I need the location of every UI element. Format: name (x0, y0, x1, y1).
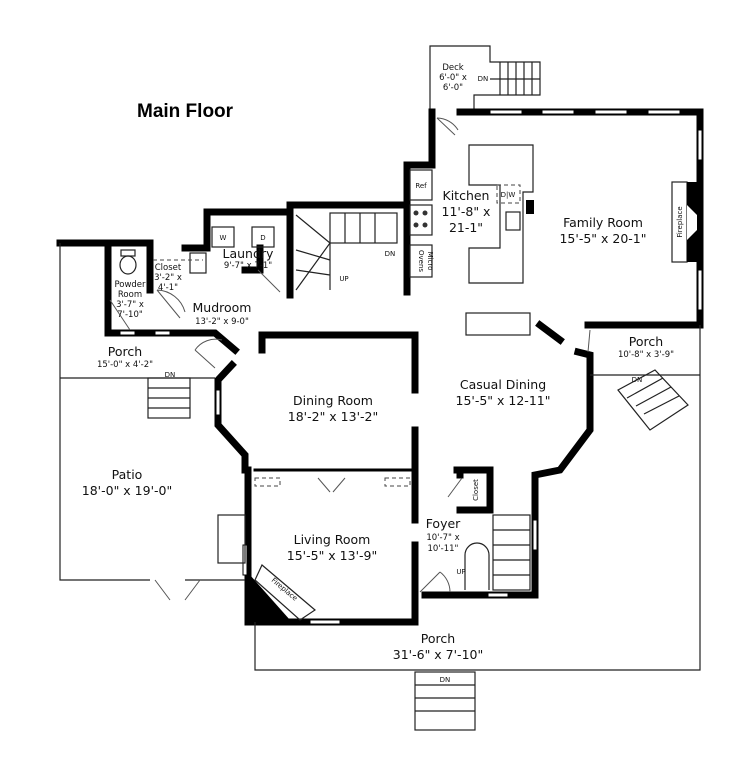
foyer-dim1: 10'-7" x (426, 533, 459, 543)
porch-right-dn-label: DN (632, 376, 643, 384)
kitchen-fixtures (409, 144, 699, 336)
porch-front-label: Porch (421, 631, 455, 646)
main-stair (295, 212, 531, 591)
powder-room-label: Powder (114, 280, 146, 290)
mudroom-label: Mudroom (193, 300, 252, 315)
family-fireplace-label: Fireplace (676, 206, 684, 237)
laundry-dim: 9'-7" x 7-1" (224, 261, 272, 271)
deck-dn-label: DN (478, 75, 489, 83)
living-room-label: Living Room (294, 532, 371, 547)
deck (429, 45, 541, 112)
porch-outlines (59, 243, 701, 731)
washer-label: W (220, 234, 227, 242)
floor-title: Main Floor (137, 101, 234, 122)
foyer-label: Foyer (426, 516, 461, 531)
kitchen-dim2: 21-1" (449, 220, 483, 235)
closet-left-dim1: 3'-2" x (154, 273, 182, 283)
foyer-dim2: 10'-11" (428, 544, 459, 554)
stair-up-label: UP (339, 275, 348, 283)
porch-left-dim: 15'-0" x 4'-2" (97, 360, 153, 370)
living-fireplace (250, 564, 316, 621)
patio-label: Patio (112, 467, 143, 482)
foyer-up-label: UP (456, 568, 465, 576)
dining-room-label: Dining Room (293, 393, 373, 408)
powder-room-label2: Room (118, 290, 142, 300)
deck-dim2: 6'-0" (443, 83, 463, 93)
closet-left-dim2: 4'-1" (158, 283, 178, 293)
kitchen-dim1: 11'-8" x (442, 204, 491, 219)
foyer-closet-label: Closet (472, 479, 480, 501)
family-room-label: Family Room (563, 215, 643, 230)
front-dn-label: DN (440, 676, 451, 684)
dryer-label: D (260, 234, 265, 242)
deck-label: Deck (442, 63, 463, 73)
room-labels: Deck 6'-0" x 6'-0" DN Kitchen 11'-8" x 2… (82, 63, 684, 684)
porch-left-label: Porch (108, 344, 142, 359)
living-room-dim: 15'-5" x 13'-9" (287, 548, 377, 563)
porch-front-dim: 31'-6" x 7'-10" (393, 647, 483, 662)
micro-label: Micro (426, 252, 434, 271)
laundry-fixtures (119, 226, 275, 275)
casual-dining-dim: 15'-5" x 12-11" (456, 393, 551, 408)
family-room-dim: 15'-5" x 20-1" (559, 231, 646, 246)
stair-dn-label: DN (385, 250, 396, 258)
porch-right-label: Porch (629, 334, 663, 349)
deck-dim1: 6'-0" x (439, 73, 467, 83)
ref-label: Ref (415, 182, 427, 190)
mudroom-dim: 13'-2" x 9-0" (195, 317, 249, 327)
windows (119, 109, 703, 625)
porch-left-dn-label: DN (165, 371, 176, 379)
patio-dim: 18'-0" x 19'-0" (82, 483, 172, 498)
kitchen-label: Kitchen (443, 188, 490, 203)
doors (109, 117, 591, 601)
casual-dining-label: Casual Dining (460, 377, 546, 392)
living-fireplace-label: Fireplace (270, 576, 299, 602)
powder-room-dim2: 7'-10" (117, 310, 143, 320)
dishwasher-label: D|W (501, 191, 516, 199)
powder-room-dim1: 3'-7" x (116, 300, 144, 310)
closet-left-label: Closet (155, 263, 182, 273)
porch-right-dim: 10'-8" x 3'-9" (618, 350, 674, 360)
laundry-label: Laundry (223, 246, 275, 261)
walls (56, 108, 704, 626)
dining-room-dim: 18'-2" x 13'-2" (288, 409, 378, 424)
ovens-label: Ovens (417, 250, 425, 272)
